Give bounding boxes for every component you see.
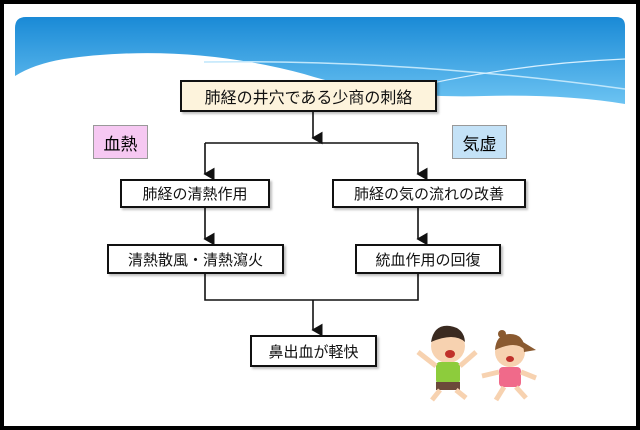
children-illustration [416,325,537,402]
banner-and-connectors [15,17,626,402]
root-box: 肺経の井穴である少商の刺絡 [180,80,437,112]
header-banner [15,17,625,104]
right-category-label: 気虚 [452,125,507,159]
left-step2-box: 清熱散風・清熱瀉火 [107,244,284,274]
slide: 肺経の井穴である少商の刺絡 血熱 気虚 肺経の清熱作用 肺経の気の流れの改善 清… [4,4,636,426]
left-step1-box: 肺経の清熱作用 [120,179,270,208]
right-step2-box: 統血作用の回復 [355,244,501,274]
right-step1-box: 肺経の気の流れの改善 [332,179,526,208]
left-category-label: 血熱 [93,125,148,159]
result-box: 鼻出血が軽快 [250,335,377,367]
